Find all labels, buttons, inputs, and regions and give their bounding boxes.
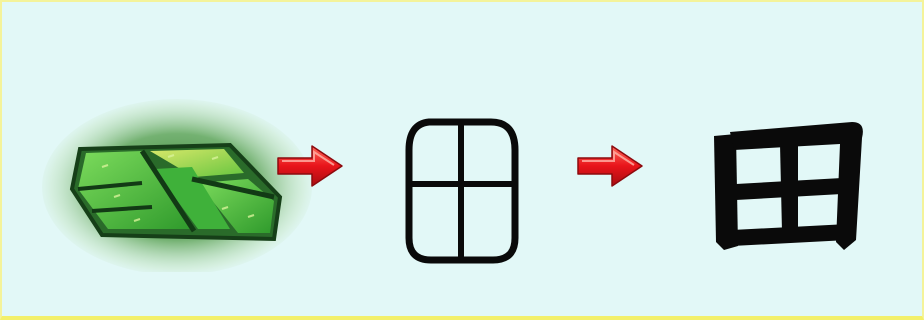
modern-tian-character bbox=[702, 114, 872, 254]
red-arrow-right-icon bbox=[574, 140, 646, 192]
oracle-bone-tian-glyph bbox=[397, 110, 527, 270]
rice-field-illustration bbox=[42, 97, 312, 272]
red-arrow-right-icon bbox=[274, 140, 346, 192]
